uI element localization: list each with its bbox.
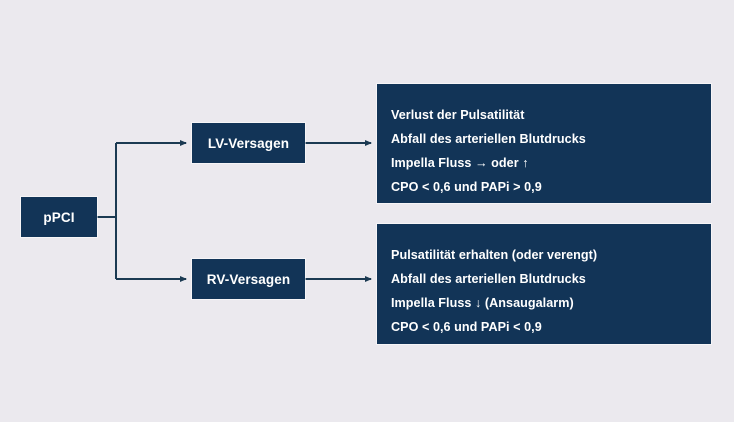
node-lv-versagen-label: LV-Versagen bbox=[207, 135, 290, 151]
panel-rv-line: Abfall des arteriellen Blutdrucks bbox=[391, 272, 586, 286]
node-lv-versagen[interactable]: LV-Versagen bbox=[192, 123, 305, 163]
panel-lv-line: CPO < 0,6 und PAPi > 0,9 bbox=[391, 180, 542, 194]
node-ppci[interactable]: pPCI bbox=[21, 197, 97, 237]
node-rv-versagen-label: RV-Versagen bbox=[206, 271, 291, 287]
panel-rv-line: CPO < 0,6 und PAPi < 0,9 bbox=[391, 320, 542, 334]
panel-lv-line: Impella Fluss → oder ↑ bbox=[391, 156, 529, 170]
panel-rv-criteria: Pulsatilität erhalten (oder verengt) Abf… bbox=[377, 224, 711, 344]
panel-lv-line: Abfall des arteriellen Blutdrucks bbox=[391, 132, 586, 146]
panel-rv-line: Pulsatilität erhalten (oder verengt) bbox=[391, 248, 598, 262]
panel-rv-line: Impella Fluss ↓ (Ansaugalarm) bbox=[391, 296, 574, 310]
node-ppci-label: pPCI bbox=[43, 209, 75, 225]
panel-lv-criteria: Verlust der Pulsatilität Abfall des arte… bbox=[377, 84, 711, 203]
panel-lv-line: Verlust der Pulsatilität bbox=[391, 108, 525, 122]
node-rv-versagen[interactable]: RV-Versagen bbox=[192, 259, 305, 299]
